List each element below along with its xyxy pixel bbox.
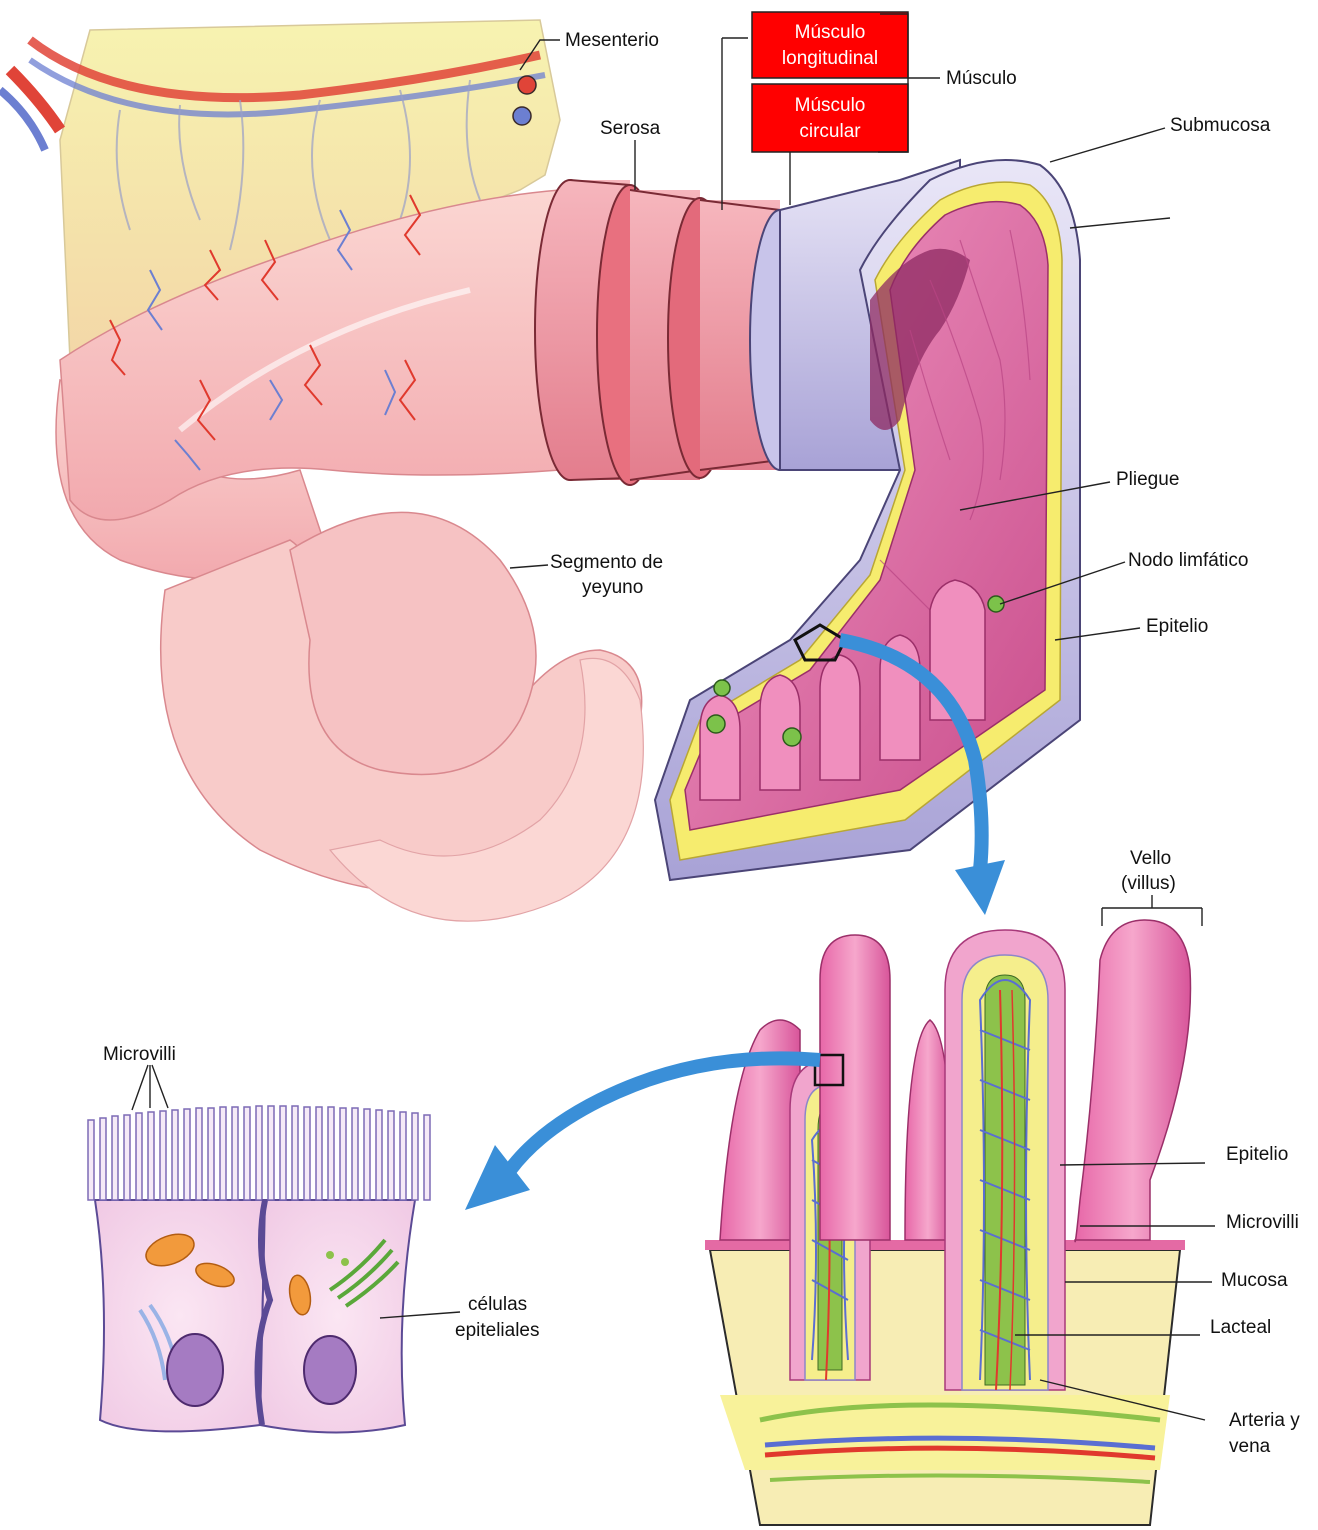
label-celulas-2: epiteliales xyxy=(455,1320,540,1341)
musculo-circular-label-1: Músculo xyxy=(795,95,866,116)
musculo-longitudinal-box: Músculo longitudinal xyxy=(752,12,908,78)
label-microvilli-left: Microvilli xyxy=(103,1044,176,1065)
villus-5-cutaway xyxy=(945,930,1065,1390)
label-segmento-2: yeyuno xyxy=(582,577,643,598)
label-musculo: Músculo xyxy=(946,68,1017,89)
label-epitelio-bottom: Epitelio xyxy=(1226,1144,1288,1165)
villus-6 xyxy=(1075,920,1191,1242)
label-pliegue: Pliegue xyxy=(1116,469,1179,490)
label-vello-1: Vello xyxy=(1130,848,1171,869)
label-nodo-limfatico: Nodo limfático xyxy=(1128,550,1248,571)
villus-3 xyxy=(820,935,890,1240)
label-arteria-1: Arteria y xyxy=(1229,1410,1300,1431)
label-mesenterio: Mesenterio xyxy=(565,30,659,51)
label-serosa: Serosa xyxy=(600,118,661,139)
musculo-longitudinal-label-2: longitudinal xyxy=(782,48,878,69)
label-vello-2: (villus) xyxy=(1121,873,1176,894)
musculo-circular-label-2: circular xyxy=(799,121,861,142)
label-lacteal: Lacteal xyxy=(1210,1317,1271,1338)
label-submucosa: Submucosa xyxy=(1170,115,1271,136)
musculo-longitudinal-label-1: Músculo xyxy=(795,22,866,43)
label-microvilli-right: Microvilli xyxy=(1226,1212,1299,1233)
label-segmento-1: Segmento de xyxy=(550,552,663,573)
villus-4 xyxy=(905,1020,951,1240)
epithelial-cells xyxy=(88,1106,430,1433)
label-arteria-2: vena xyxy=(1229,1436,1271,1457)
label-epitelio-top: Epitelio xyxy=(1146,616,1208,637)
microvilli-brush-border xyxy=(88,1106,430,1200)
label-celulas-1: células xyxy=(468,1294,527,1315)
musculo-circular-box: Músculo circular xyxy=(752,84,908,152)
label-mucosa: Mucosa xyxy=(1221,1270,1288,1291)
villi-section xyxy=(705,920,1191,1525)
